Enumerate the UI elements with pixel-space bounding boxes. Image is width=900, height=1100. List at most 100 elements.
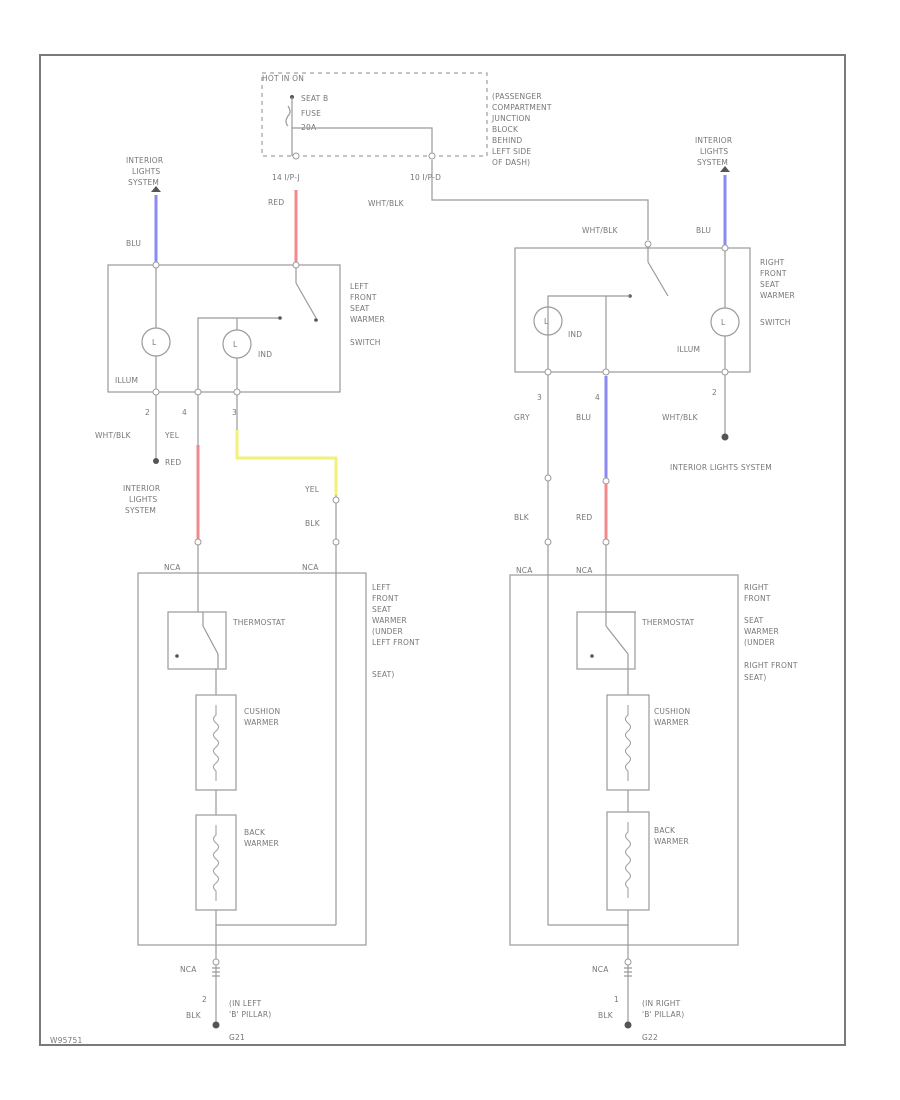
wire-label-yel-left: YEL	[304, 485, 320, 494]
fuse-block: HOT IN ON SEAT B FUSE 20A (PASSENGER COM…	[261, 72, 552, 182]
right-warmer-label-3: SEAT	[744, 616, 764, 625]
wire-label-wht-blk-right-top: WHT/BLK	[582, 226, 619, 235]
svg-text:L: L	[233, 340, 238, 349]
left-nca-left: NCA	[164, 563, 181, 572]
right-ground-label-2: 'B' PILLAR)	[642, 1010, 684, 1019]
junction-block-line-6: LEFT SIDE	[492, 147, 531, 156]
fuse-name-line-1: SEAT B	[301, 94, 328, 103]
right-seat-warmer: THERMOSTAT CUSHION WARMER BACK WARMER	[509, 574, 739, 960]
wire-wht-blk-fuse-to-right-switch	[431, 160, 649, 240]
left-warmer-label-7: SEAT)	[372, 670, 395, 679]
wire-label-blu-right-low: BLU	[576, 413, 591, 422]
right-switch-label-4: WARMER	[760, 291, 795, 300]
right-interior-lights-line-2: LIGHTS	[700, 147, 728, 156]
left-ground-label-2: 'B' PILLAR)	[229, 1010, 271, 1019]
left-switch-label-2: FRONT	[350, 293, 377, 302]
junction-block-line-3: JUNCTION	[491, 114, 530, 123]
wire-label-wht-blk-right-low: WHT/BLK	[662, 413, 699, 422]
right-warmer-label-4: WARMER	[744, 627, 779, 636]
right-warmer-label-5: (UNDER	[744, 638, 775, 647]
left-pin-3: 3	[232, 408, 237, 417]
left-seat-warmer-switch: L ILLUM L IND	[107, 261, 341, 396]
left-cushion-label-1: CUSHION	[244, 707, 280, 716]
right-cushion-label-2: WARMER	[654, 718, 689, 727]
junction-block-line-7: OF DASH)	[492, 158, 530, 167]
right-thermostat-label: THERMOSTAT	[641, 618, 695, 627]
wire-label-red-left-mid: RED	[165, 458, 181, 467]
left-pin-2: 2	[145, 408, 150, 417]
wire-label-gry: GRY	[514, 413, 530, 422]
left-switch-label-4: WARMER	[350, 315, 385, 324]
right-ground-nca: NCA	[592, 965, 609, 974]
right-illum-label: ILLUM	[677, 345, 700, 354]
left-seat-warmer: THERMOSTAT CUSHION WARMER BACK WARMER	[137, 572, 367, 960]
left-interior-lights-top: INTERIOR LIGHTS SYSTEM	[126, 156, 163, 192]
left-interior-lights-line-1: INTERIOR	[126, 156, 163, 165]
left-switch-label-1: LEFT	[350, 282, 369, 291]
wire-label-blk-right: BLK	[514, 513, 530, 522]
left-switch-label-3: SEAT	[350, 304, 370, 313]
left-ind-label: IND	[258, 350, 272, 359]
right-switch-label-1: RIGHT	[760, 258, 785, 267]
left-warmer-label-4: WARMER	[372, 616, 407, 625]
right-back-label-2: WARMER	[654, 837, 689, 846]
right-pin-3: 3	[537, 393, 542, 402]
left-interior-lights-bottom-2: LIGHTS	[129, 495, 157, 504]
right-interior-lights-bottom: INTERIOR LIGHTS SYSTEM	[670, 463, 772, 472]
left-warmer-label-1: LEFT	[372, 583, 391, 592]
left-switch-label-5: SWITCH	[350, 338, 381, 347]
right-ind-label: IND	[568, 330, 582, 339]
right-pin-2: 2	[712, 388, 717, 397]
left-interior-lights-line-3: SYSTEM	[128, 178, 159, 187]
junction-block-line-1: (PASSENGER	[492, 92, 542, 101]
right-warmer-label-1: RIGHT	[744, 583, 769, 592]
wire-label-red-right: RED	[576, 513, 592, 522]
connector-ip-d: 10 I/P-D	[410, 173, 441, 182]
svg-text:L: L	[544, 317, 549, 326]
wire-label-blu-left: BLU	[126, 239, 141, 248]
wire-label-wht-yel: YEL	[164, 431, 180, 440]
right-switch-label-5: SWITCH	[760, 318, 791, 327]
svg-text:L: L	[721, 318, 726, 327]
right-warmer-label-6: RIGHT FRONT	[744, 661, 798, 670]
left-illum-label: ILLUM	[115, 376, 138, 385]
left-ground-nca: NCA	[180, 965, 197, 974]
right-interior-lights-line-1: INTERIOR	[695, 136, 732, 145]
left-back-label-2: WARMER	[244, 839, 279, 848]
wire-yel-left	[235, 430, 338, 495]
right-seat-warmer-switch: L IND L ILLUM	[514, 240, 751, 376]
diagram-code: W95751	[50, 1036, 83, 1045]
left-nca-right: NCA	[302, 563, 319, 572]
right-warmer-label-7: SEAT)	[744, 673, 767, 682]
left-cushion-label-2: WARMER	[244, 718, 279, 727]
right-interior-lights-line-3: SYSTEM	[697, 158, 728, 167]
fuse-header: HOT IN ON	[262, 74, 304, 83]
fuse-name-line-2: FUSE	[301, 109, 321, 118]
right-ground: NCA 1 BLK (IN RIGHT 'B' PILLAR) G22	[592, 958, 684, 1042]
wire-label-wht-blk-fuse: WHT/BLK	[368, 199, 405, 208]
junction-block-line-4: BLOCK	[492, 125, 519, 134]
right-pin-4: 4	[595, 393, 600, 402]
left-warmer-label-5: (UNDER	[372, 627, 403, 636]
left-ground-label-3: G21	[229, 1033, 245, 1042]
right-ground-pin: 1	[614, 995, 619, 1004]
left-interior-lights-line-2: LIGHTS	[132, 167, 160, 176]
left-warmer-label-6: LEFT FRONT	[372, 638, 420, 647]
left-ground-wire: BLK	[186, 1011, 202, 1020]
right-nca-right: NCA	[576, 566, 593, 575]
wire-label-blu-right: BLU	[696, 226, 711, 235]
right-warmer-label-2: FRONT	[744, 594, 771, 603]
right-switch-label-3: SEAT	[760, 280, 780, 289]
junction-block-line-5: BEHIND	[492, 136, 522, 145]
right-back-label-1: BACK	[654, 826, 676, 835]
left-back-label-1: BACK	[244, 828, 266, 837]
left-ground-pin: 2	[202, 995, 207, 1004]
wire-label-wht-blk-left: WHT/BLK	[95, 431, 132, 440]
left-pin-4: 4	[182, 408, 187, 417]
wire-label-red-top: RED	[268, 198, 284, 207]
wire-label-blk-left: BLK	[305, 519, 321, 528]
right-cushion-label-1: CUSHION	[654, 707, 690, 716]
svg-text:L: L	[152, 338, 157, 347]
right-ground-label-1: (IN RIGHT	[642, 999, 681, 1008]
